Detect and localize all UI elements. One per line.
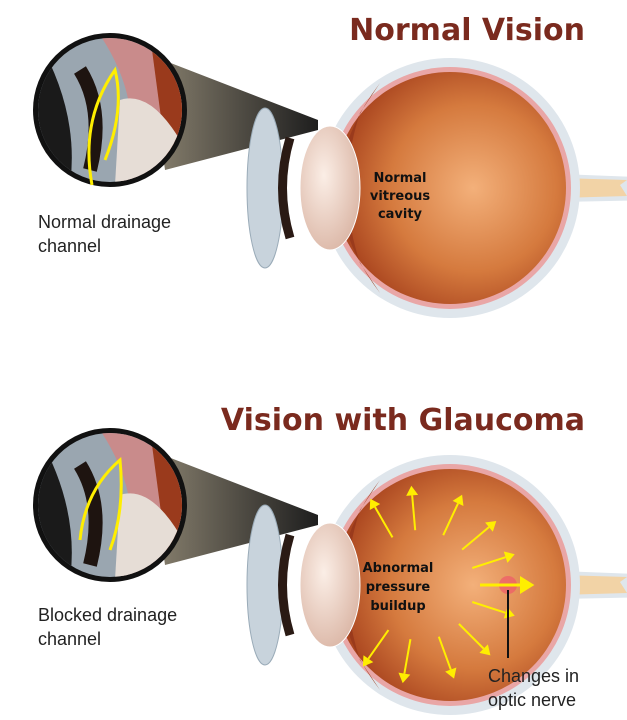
cavity-label-2: vitreous — [370, 189, 431, 204]
nerve-label-1: Changes in — [488, 666, 579, 686]
pressure-arrow-shaft — [458, 623, 485, 650]
pressure-arrow-head — [406, 485, 419, 496]
pressure-arrow-head — [362, 655, 374, 667]
normal-drainage-label-2: channel — [38, 236, 101, 256]
magnifier-cone — [150, 55, 318, 170]
pressure-arrow-head — [479, 644, 491, 656]
pressure-arrow-head — [503, 551, 515, 563]
cavity-label-3: cavity — [378, 207, 423, 222]
pressure-arrow-shaft — [374, 506, 394, 538]
blocked-drainage-label-1: Blocked drainage — [38, 605, 177, 625]
pressure-arrow-shaft — [471, 556, 506, 569]
pressure-arrow-shaft — [461, 526, 490, 551]
pressure-arrow-shaft — [367, 629, 390, 660]
drainage-flow-arrow — [87, 66, 120, 186]
pressure-arrow-head — [503, 607, 515, 619]
pressure-arrow-head — [485, 520, 497, 532]
pressure-arrow-shaft — [442, 503, 459, 536]
pressure-arrow-head — [452, 494, 464, 506]
pressure-arrow-shaft — [471, 601, 506, 614]
pressure-arrow-head — [445, 667, 457, 679]
magnifier-cone — [150, 450, 318, 565]
pressure-arrow-head — [398, 672, 411, 684]
pressure-arrow-shaft — [411, 495, 417, 531]
cavity-label-1: Normal — [374, 171, 427, 186]
normal-vision-title: Normal Vision — [349, 13, 585, 48]
pressure-label-1: Abnormal — [363, 561, 434, 576]
pressure-arrow-head — [369, 498, 381, 511]
normal-drainage-label-1: Normal drainage — [38, 212, 171, 232]
nerve-label-2: optic nerve — [488, 690, 576, 710]
glaucoma-title: Vision with Glaucoma — [221, 403, 585, 438]
blocked-drainage-label-2: channel — [38, 629, 101, 649]
pressure-arrow-head — [520, 576, 535, 594]
blocked-flow-arrow — [78, 456, 123, 551]
pressure-arrows — [362, 485, 535, 684]
normal-eye-illustration — [247, 58, 627, 318]
pressure-label-3: buildup — [370, 599, 425, 614]
pressure-arrow-shaft — [403, 638, 412, 674]
pressure-arrow-shaft — [437, 636, 452, 670]
pressure-label-2: pressure — [366, 580, 431, 595]
